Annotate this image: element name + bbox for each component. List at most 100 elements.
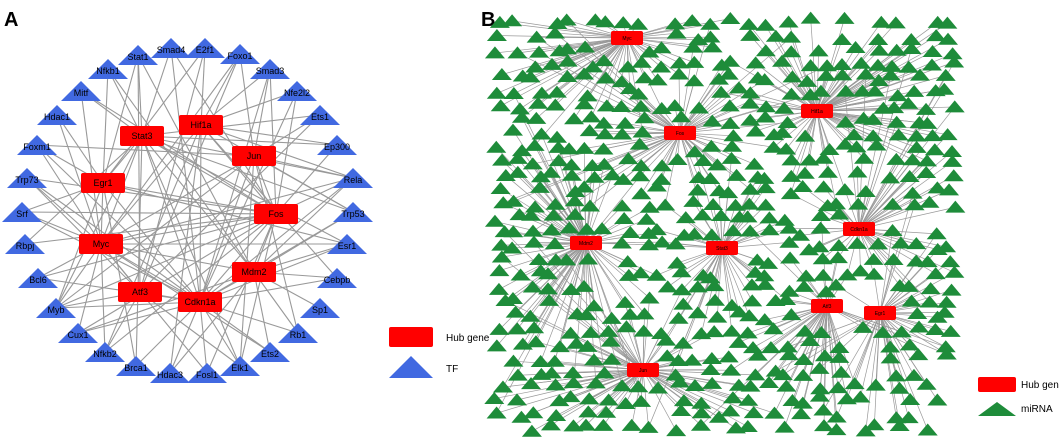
edge-a-59 [36,144,102,245]
mirna-node-272 [702,114,723,127]
hub-node-b-0 [611,31,643,45]
tf-label-4: Nfkb1 [96,66,120,76]
edge-b-567 [854,312,881,384]
mirna-node-461 [847,236,868,249]
mirna-node-402 [800,334,821,347]
edge-a-hub-21 [100,155,255,245]
mirna-node-153 [592,222,613,235]
mirna-node-264 [691,406,712,419]
mirna-node-270 [708,72,729,85]
mirna-node-246 [683,40,704,53]
mirna-node-54 [524,138,545,151]
tf-node-3 [220,44,260,64]
mirna-node-100 [557,54,578,67]
mirna-node-217 [657,280,678,293]
mirna-node-278 [710,208,731,221]
tf-node-14 [2,202,42,222]
hub-label-a-4: Fos [268,209,284,219]
mirna-node-554 [938,32,959,45]
mirna-node-321 [744,157,765,170]
mirna-node-550 [916,377,937,390]
hub-label-b-8: Egr1 [875,311,886,317]
mirna-node-399 [796,269,817,282]
mirna-node-425 [810,382,831,395]
mirna-node-469 [869,43,890,56]
mirna-node-23 [502,14,523,27]
mirna-node-253 [687,183,708,196]
mirna-node-258 [687,280,708,293]
mirna-node-261 [682,353,703,366]
mirna-node-175 [617,255,638,268]
mirna-node-427 [813,403,834,416]
mirna-node-420 [813,268,834,281]
mirna-node-472 [864,84,885,97]
mirna-node-7 [492,153,513,166]
tf-label-16: Rbpj [16,241,35,251]
legend-b-mirna-swatch [978,402,1016,416]
mirna-node-259 [687,306,708,319]
tf-label-10: Foxm1 [23,142,51,152]
edge-b-318 [679,132,703,216]
edge-b-497 [679,65,828,134]
mirna-node-201 [634,307,655,320]
mirna-node-102 [564,112,585,125]
tf-node-15 [333,202,373,222]
edge-b-28 [496,242,587,414]
mirna-node-39 [505,305,526,318]
mirna-node-521 [901,294,922,307]
mirna-node-452 [855,67,876,80]
mirna-node-292 [728,81,749,94]
mirna-node-466 [855,424,876,437]
mirna-node-86 [544,237,565,250]
mirna-node-67 [525,335,546,348]
edge-a-hub-9 [100,182,104,245]
mirna-node-471 [868,74,889,87]
mirna-node-20 [492,380,513,393]
mirna-node-479 [864,267,885,280]
tf-node-17 [327,234,367,254]
hub-label-a-2: Jun [247,151,262,161]
edge-b-628 [816,110,917,148]
mirna-node-81 [548,154,569,167]
mirna-node-381 [776,293,797,306]
mirna-node-9 [490,182,511,195]
mirna-node-401 [794,324,815,337]
hub-label-a-0: Stat3 [131,131,152,141]
mirna-node-232 [667,256,688,269]
edge-a-14 [200,53,241,126]
mirna-node-437 [826,197,847,210]
mirna-node-214 [646,223,667,236]
tf-node-8 [37,105,77,125]
edge-a-hub-5 [199,124,202,303]
mirna-node-282 [705,293,726,306]
mirna-node-520 [898,279,919,292]
mirna-node-329 [741,278,762,291]
edge-a-hub-13 [199,213,277,303]
mirna-node-337 [738,393,759,406]
mirna-node-367 [782,70,803,83]
mirna-node-50 [531,86,552,99]
mirna-node-5 [490,99,511,112]
tf-label-14: Srf [16,209,28,219]
tf-label-17: Esr1 [338,241,357,251]
mirna-node-145 [593,54,614,67]
mirna-node-192 [631,159,652,172]
mirna-node-247 [684,55,705,68]
mirna-node-569 [941,283,962,296]
mirna-node-386 [776,379,797,392]
mirna-node-334 [747,348,768,361]
mirna-node-481 [865,378,886,391]
mirna-node-224 [669,56,690,69]
mirna-node-350 [755,198,776,211]
edge-b-265 [664,132,681,206]
edge-a-hub-14 [100,243,255,273]
edge-a-45 [275,144,338,215]
mirna-node-32 [507,165,528,178]
edge-b-690 [816,110,948,136]
hub-node-b-4 [706,241,738,255]
mirna-node-423 [814,349,835,362]
mirna-node-517 [904,198,925,211]
mirna-node-58 [525,200,546,213]
edge-a-32 [102,54,139,184]
mirna-node-55 [522,157,543,170]
